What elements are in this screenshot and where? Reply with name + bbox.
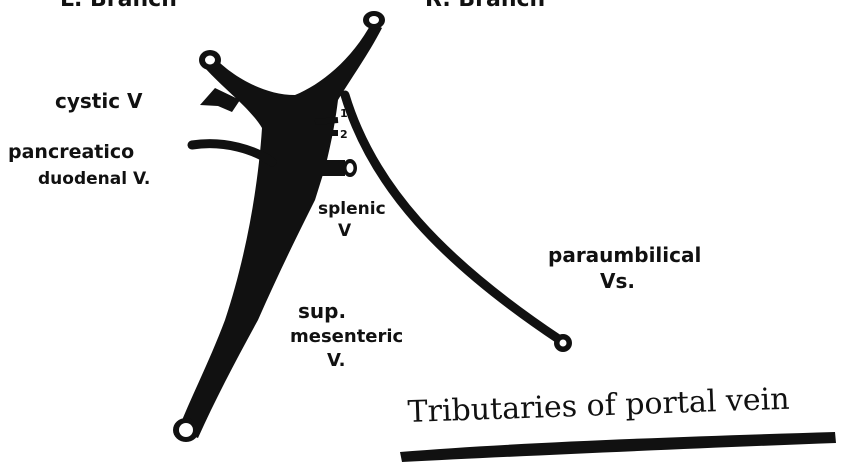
paraumbilical-label-line1: paraumbilical [548,243,701,267]
pancreaticoduodenal-vein [192,144,272,162]
pancreatico-label-line2: duodenal V. [38,169,150,189]
tributary-1 [315,120,338,122]
sup-mesenteric-label-line3: V. [327,350,345,371]
right-branch-label: R. Branch [425,0,545,12]
tributary-2-label: 2 [340,128,348,141]
paraumbilical-label-line2: Vs. [600,269,635,293]
cystic-vein-label: cystic V [55,89,143,113]
diagram-title: Tributaries of portal vein [407,382,790,430]
splenic-vein-label-line2: V [338,221,352,241]
left-branch-label: L. Branch [60,0,177,12]
portal-vein-trunk [178,22,382,438]
splenic-vein-label-line1: splenic [318,199,386,219]
sup-mesenteric-label-line1: sup. [298,299,346,323]
tributary-1-label: 1 [340,107,348,120]
pancreatico-label-line1: pancreatico [8,141,134,163]
title-underline [400,432,836,462]
sup-mesenteric-label-line2: mesenteric [290,326,403,347]
